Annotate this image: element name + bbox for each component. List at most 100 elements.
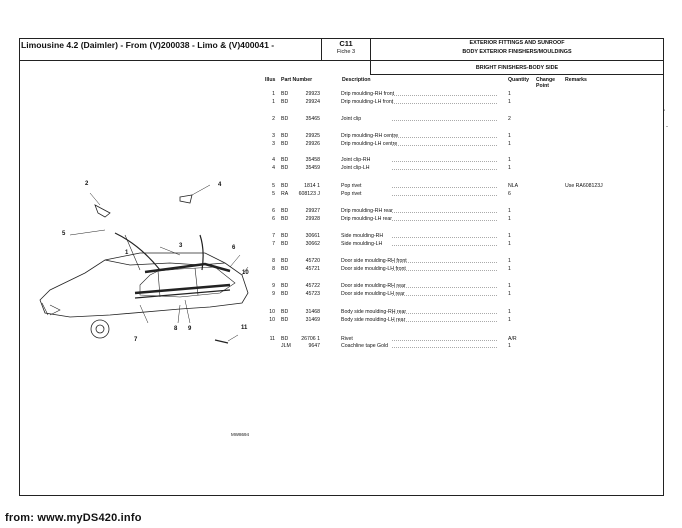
part-description: Side moulding-LH [341, 241, 383, 247]
part-description: Pop rivet [341, 191, 362, 197]
part-prefix: BD [281, 317, 289, 323]
callout-4: 4 [218, 182, 222, 188]
leader-dots [392, 120, 497, 121]
illustration-reference: MW8694 [231, 432, 250, 437]
part-number: 45722 [305, 283, 320, 289]
part-description: Drip moulding-LH front [341, 99, 394, 105]
part-number: 29926 [305, 141, 320, 147]
part-description: Door side moulding-RH front [341, 258, 407, 264]
car-illustration [39, 184, 249, 344]
illus-number: 8 [272, 266, 275, 272]
illus-number: 1 [272, 99, 275, 105]
part-prefix: BD [281, 141, 289, 147]
part-number: 45723 [305, 291, 320, 297]
part-number: 35465 [305, 116, 320, 122]
illus-number: 6 [272, 208, 275, 214]
illus-number: 8 [272, 258, 275, 264]
part-number: 26706 1 [301, 336, 320, 342]
part-number: 35458 [305, 157, 320, 163]
part-prefix: BD [281, 116, 289, 122]
part-prefix: JLM [281, 343, 291, 349]
part-quantity: 1 [508, 291, 511, 297]
part-number: 9647 [308, 343, 320, 349]
part-quantity: 1 [508, 141, 511, 147]
part-description: Drip moulding-RH centre [341, 133, 399, 139]
leader-dots [392, 220, 497, 221]
illus-number: 5 [272, 191, 275, 197]
part-prefix: BD [281, 133, 289, 139]
part-number: 29927 [305, 208, 320, 214]
parts-sheet [19, 38, 664, 496]
callout-8: 8 [174, 326, 178, 332]
part-description: Side moulding-RH [341, 233, 384, 239]
part-prefix: BD [281, 283, 289, 289]
col-part-number: Part Number [281, 77, 313, 83]
part-description: Joint clip-LH [341, 165, 370, 171]
part-prefix: BD [281, 266, 289, 272]
part-description: Joint clip-RH [341, 157, 371, 163]
illus-number: 4 [272, 157, 275, 163]
part-description: Joint clip [341, 116, 362, 122]
leader-dots [392, 321, 497, 322]
part-number: 30661 [305, 233, 320, 239]
leader-dots [392, 245, 497, 246]
illus-number: 9 [272, 291, 275, 297]
part-prefix: BD [281, 309, 289, 315]
leader-dots [392, 262, 497, 263]
part-description: Drip moulding-LH rear [341, 216, 393, 222]
leader-dots [392, 347, 497, 348]
leader-dots [392, 212, 497, 213]
part-prefix: BD [281, 208, 289, 214]
part-description: Pop rivet [341, 183, 362, 189]
callout-5: 5 [62, 231, 66, 237]
illus-number: 3 [272, 141, 275, 147]
leader-dots [392, 295, 497, 296]
part-number: 29925 [305, 133, 320, 139]
part-prefix: BD [281, 336, 289, 342]
part-quantity: 1 [508, 157, 511, 163]
leader-dots [392, 287, 497, 288]
fiche-box: C11 Fiche 3 [322, 39, 370, 56]
part-prefix: BD [281, 233, 289, 239]
table-row: 4 BD 35458 Joint clip-RH 1 [0, 157, 682, 165]
page-code: C11 [339, 39, 353, 48]
col-remarks: Remarks [565, 77, 587, 83]
source-footer: from: www.myDS420.info [5, 512, 142, 524]
part-prefix: BD [281, 291, 289, 297]
leader-dots [392, 237, 497, 238]
subgroup-heading: BRIGHT FINISHERS-BODY SIDE [475, 65, 559, 71]
part-description: Rivet [341, 336, 353, 342]
part-quantity: 1 [508, 343, 511, 349]
part-quantity: 1 [508, 208, 511, 214]
illus-number: 10 [269, 309, 275, 315]
leader-dots [392, 313, 497, 314]
part-quantity: A/R [508, 336, 517, 342]
part-quantity: 1 [508, 258, 511, 264]
part-prefix: BD [281, 157, 289, 163]
catalogue-title: Limousine 4.2 (Daimler) - From (V)200038… [21, 40, 275, 50]
part-quantity: 6 [508, 191, 511, 197]
part-description: Drip moulding-RH rear [341, 208, 393, 214]
illus-number: 3 [272, 133, 275, 139]
header-rule [19, 60, 663, 61]
table-row: 6 BD 29927 Drip moulding-RH rear 1 [0, 208, 682, 216]
part-number: 35459 [305, 165, 320, 171]
illus-number: 5 [272, 183, 275, 189]
part-remarks: Use RA608123J [565, 183, 603, 189]
header-divider [370, 38, 371, 60]
part-quantity: 1 [508, 283, 511, 289]
illus-number: 2 [272, 116, 275, 122]
illus-number: 6 [272, 216, 275, 222]
part-quantity: NLA [508, 183, 519, 189]
part-prefix: BD [281, 99, 289, 105]
part-number: 31468 [305, 309, 320, 315]
